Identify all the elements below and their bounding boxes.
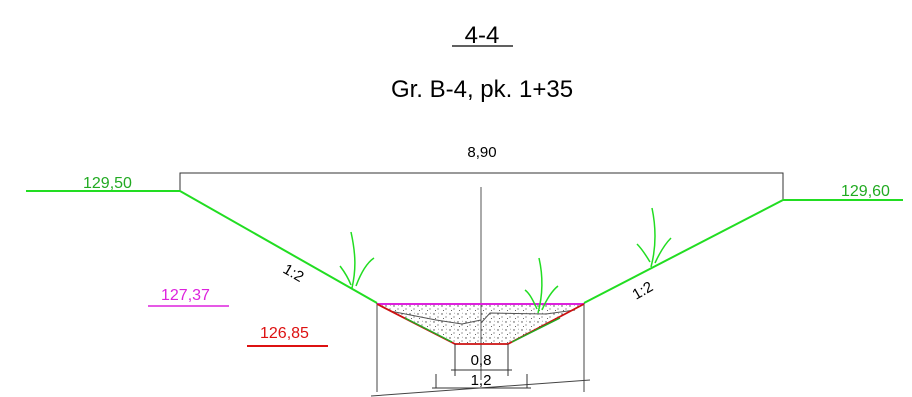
left-slope-label: 1:2 [280, 261, 307, 286]
gravel-inner-line-left [389, 310, 482, 325]
bottom-elevation-label: 126,85 [260, 325, 309, 342]
bottom-width-inner-label: 0,8 [471, 352, 492, 369]
left-elevation-label: 129,50 [83, 175, 132, 192]
gravel-fill [377, 304, 584, 344]
section-subtitle: Gr. B-4, pk. 1+35 [391, 76, 573, 103]
gravel-inner-line-right [480, 309, 576, 324]
channel-slope-liner-left [404, 317, 453, 343]
top-width-dimension-line [179, 172, 784, 200]
left-ground-slope-line [26, 190, 378, 304]
bottom-width-outer-label: 1,2 [471, 372, 492, 389]
channel-slope-liner-right [511, 317, 561, 343]
right-elevation-label: 129,60 [841, 183, 890, 200]
grass-icon-left [339, 231, 375, 289]
right-slope-label: 1:2 [630, 278, 657, 303]
section-title: 4-4 [465, 22, 500, 49]
water-level-label: 127,37 [161, 287, 210, 304]
grass-icon-center [524, 257, 559, 314]
top-width-label: 8,90 [467, 144, 496, 161]
grass-icon-right [636, 207, 672, 268]
